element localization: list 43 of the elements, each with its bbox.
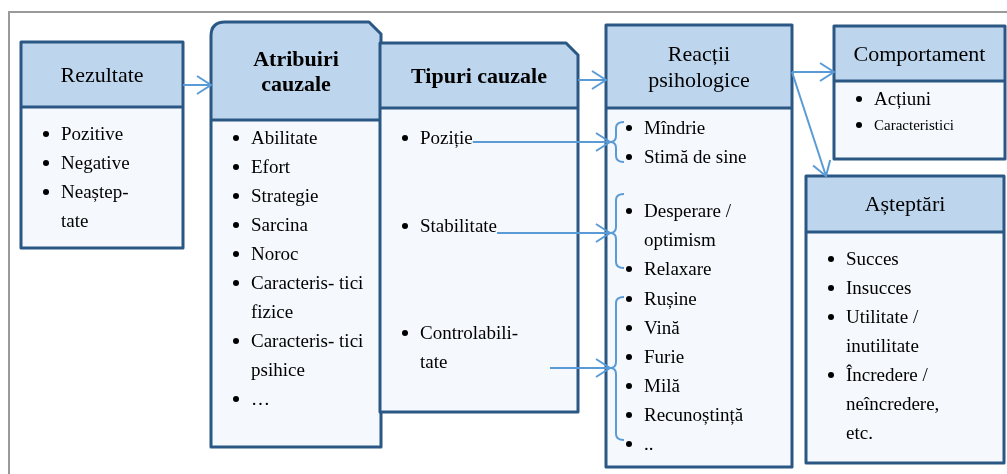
list-item: Insucces — [846, 276, 912, 300]
list-item: Desperare / optimism — [644, 199, 733, 252]
list-item: Acțiuni — [874, 87, 931, 111]
list-item: Caracteris- tici fizice — [251, 271, 365, 324]
card-heading: Așteptări — [864, 191, 946, 217]
list-item: Sarcina — [251, 213, 308, 237]
list-item: Utilitate / inutilitate — [846, 305, 920, 358]
card-heading: Rezultate — [60, 61, 144, 88]
list-item: Strategie — [251, 184, 319, 208]
list-item: Poziție — [420, 126, 473, 150]
list-item: Controlabili- tate — [420, 321, 520, 374]
list-item: Caracteris- tici psihice — [251, 329, 365, 382]
arrow — [496, 223, 611, 243]
card-heading: Tipuri cauzale — [411, 62, 547, 89]
list-item: Neaștep- tate — [61, 180, 130, 233]
list-item: Negative — [61, 151, 130, 175]
list-item: Stimă de sine — [644, 145, 747, 169]
card-heading: Reacții psihologice — [647, 41, 751, 92]
list-item: Încredere / neîncredere, etc. — [846, 363, 941, 445]
arrow — [577, 70, 607, 90]
arrow — [791, 62, 835, 82]
card-heading: Comportament — [853, 40, 986, 67]
list-item: Rușine — [644, 287, 697, 311]
list-item: Recunoștință — [644, 403, 744, 427]
arrow — [471, 132, 611, 152]
list-item: Abilitate — [251, 126, 318, 150]
list-item: Mîndrie — [644, 116, 706, 140]
list-item: Milă — [644, 374, 680, 398]
card-heading: Atribuiri cauzale — [252, 45, 340, 97]
list-item: Pozitive — [61, 122, 124, 146]
list-item: … — [251, 387, 270, 411]
list-item: Noroc — [251, 242, 299, 266]
list-item: Efort — [251, 155, 291, 179]
list-item: Succes — [846, 247, 899, 271]
arrow — [182, 75, 212, 95]
list-item: Relaxare — [644, 257, 712, 281]
arrow — [549, 358, 611, 378]
list-item: Stabilitate — [420, 214, 498, 238]
list-item: .. — [644, 432, 654, 456]
list-item: Furie — [644, 345, 685, 369]
arrow — [791, 71, 832, 177]
list-item: Caracteristici — [874, 116, 954, 135]
list-item: Vină — [644, 316, 680, 340]
